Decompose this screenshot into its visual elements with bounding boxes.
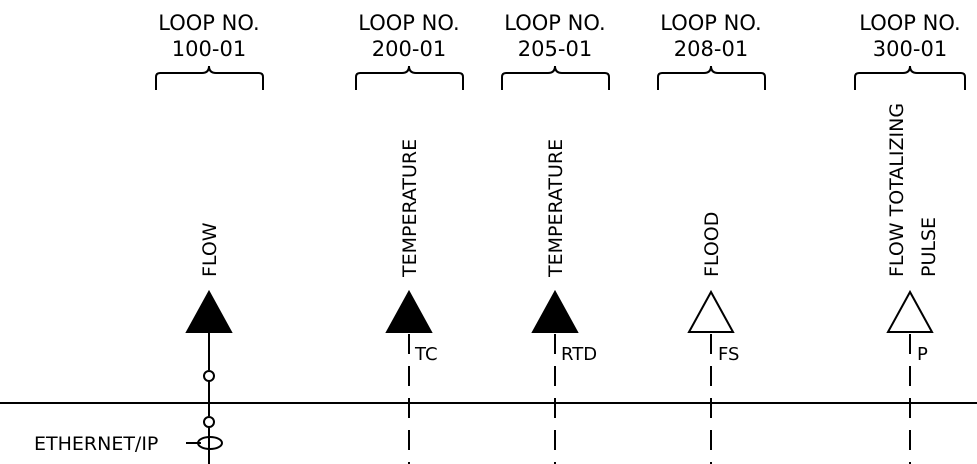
loop-title-line2: 100-01 — [172, 37, 246, 61]
measurement-label: TEMPERATURE — [399, 139, 421, 278]
loop-205-01: LOOP NO. 205-01 TEMPERATURE RTD — [501, 11, 610, 464]
sensor-tag: RTD — [561, 344, 597, 365]
loop-200-01: LOOP NO. 200-01 TEMPERATURE TC — [355, 11, 464, 464]
loop-208-01: LOOP NO. 208-01 FLOOD FS — [657, 11, 766, 464]
loop-title-line1: LOOP NO. — [660, 11, 761, 35]
terminal-circle — [203, 370, 215, 382]
loop-title-line1: LOOP NO. — [358, 11, 459, 35]
loop-brace — [155, 65, 264, 90]
loop-title-line2: 208-01 — [674, 37, 748, 61]
measurement-label: FLOW — [199, 222, 221, 277]
measurement-label: TEMPERATURE — [545, 139, 567, 278]
loop-brace — [355, 65, 464, 90]
ethernet-label: ETHERNET/IP — [34, 433, 158, 455]
sensor-tag: FS — [718, 344, 739, 365]
loop-title-line1: LOOP NO. — [859, 11, 960, 35]
loop-title-line2: 205-01 — [518, 37, 592, 61]
loop-300-01: LOOP NO. 300-01 FLOW TOTALIZING PULSE P — [854, 11, 966, 464]
measurement-label: FLOOD — [701, 212, 723, 277]
loop-title-line2: 200-01 — [372, 37, 446, 61]
terminal-circle — [203, 416, 215, 428]
loop-title-line2: 300-01 — [873, 37, 947, 61]
transmitter-triangle-filled — [531, 289, 579, 333]
measurement-label: FLOW TOTALIZING — [886, 103, 908, 277]
transmitter-triangle-hollow — [886, 289, 934, 333]
transmitter-triangle-filled — [385, 289, 433, 333]
transmitter-triangle-filled — [185, 289, 233, 333]
loop-brace — [657, 65, 766, 90]
loop-title-line1: LOOP NO. — [504, 11, 605, 35]
transmitter-triangle-hollow — [687, 289, 735, 333]
sensor-tag: P — [917, 344, 928, 365]
loop-brace — [501, 65, 610, 90]
loop-title-line1: LOOP NO. — [158, 11, 259, 35]
loop-100-01: LOOP NO. 100-01 FLOW — [155, 11, 264, 464]
measurement-label-line2: PULSE — [918, 217, 940, 277]
loop-brace — [854, 65, 966, 90]
sensor-tag: TC — [414, 344, 438, 365]
